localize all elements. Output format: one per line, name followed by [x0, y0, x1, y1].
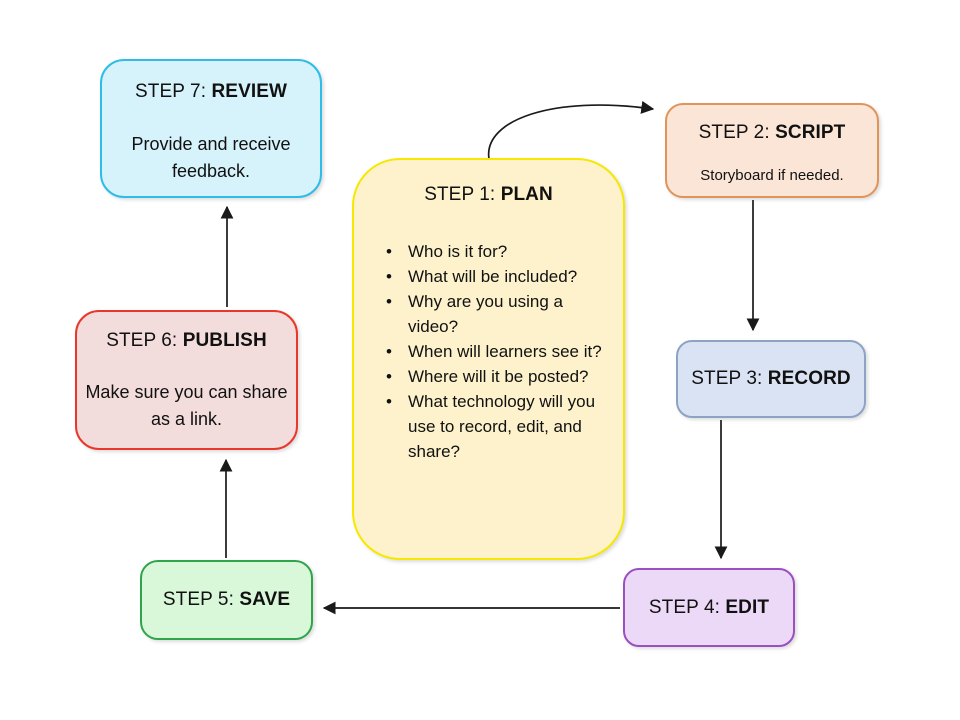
plan-question: What technology will you use to record, … [384, 390, 605, 465]
plan-question: Why are you using a video? [384, 290, 605, 340]
step-name: REVIEW [211, 81, 288, 102]
step2-script-box: STEP 2: SCRIPT Storyboard if needed. [665, 103, 879, 198]
step5-save-box: STEP 5: SAVE [140, 560, 313, 640]
plan-question: Where will it be posted? [384, 365, 605, 390]
step6-publish-box: STEP 6: PUBLISH Make sure you can share … [75, 310, 298, 450]
step-name: PLAN [500, 184, 553, 205]
step6-publish-body: Make sure you can share as a link. [85, 382, 288, 429]
step4-edit-title: STEP 4: EDIT [649, 597, 769, 619]
step3-record-box: STEP 3: RECORD [676, 340, 866, 418]
step7-review-title: STEP 7: REVIEW [102, 81, 320, 103]
plan-question: What will be included? [384, 265, 605, 290]
step-name: EDIT [725, 596, 770, 618]
step-name: SAVE [239, 589, 291, 610]
step7-review-body: Provide and receive feedback. [131, 134, 291, 181]
plan-question-list: Who is it for? What will be included? Wh… [354, 240, 623, 465]
step-label: STEP 3: [691, 368, 768, 389]
step-name: PUBLISH [182, 330, 267, 351]
step-label: STEP 7: [134, 81, 212, 102]
step-name: SCRIPT [775, 122, 846, 143]
step2-script-title: STEP 2: SCRIPT [667, 122, 877, 144]
step-name: RECORD [767, 368, 851, 389]
step1-plan-box: STEP 1: PLAN Who is it for? What will be… [352, 158, 625, 560]
step3-record-title: STEP 3: RECORD [691, 368, 850, 390]
step-label: STEP 4: [648, 596, 726, 618]
step6-publish-title: STEP 6: PUBLISH [77, 330, 296, 352]
step-label: STEP 6: [106, 330, 183, 351]
plan-question: When will learners see it? [384, 340, 605, 365]
step-label: STEP 1: [424, 184, 501, 205]
connector-plan-to-script [487, 100, 655, 160]
step1-plan-title: STEP 1: PLAN [354, 184, 623, 206]
step4-edit-box: STEP 4: EDIT [623, 568, 795, 647]
step2-script-body: Storyboard if needed. [700, 167, 844, 184]
step-label: STEP 5: [162, 589, 240, 610]
step5-save-title: STEP 5: SAVE [163, 589, 290, 611]
step7-review-box: STEP 7: REVIEW Provide and receive feedb… [100, 59, 322, 198]
plan-question: Who is it for? [384, 240, 605, 265]
step-label: STEP 2: [698, 122, 776, 143]
